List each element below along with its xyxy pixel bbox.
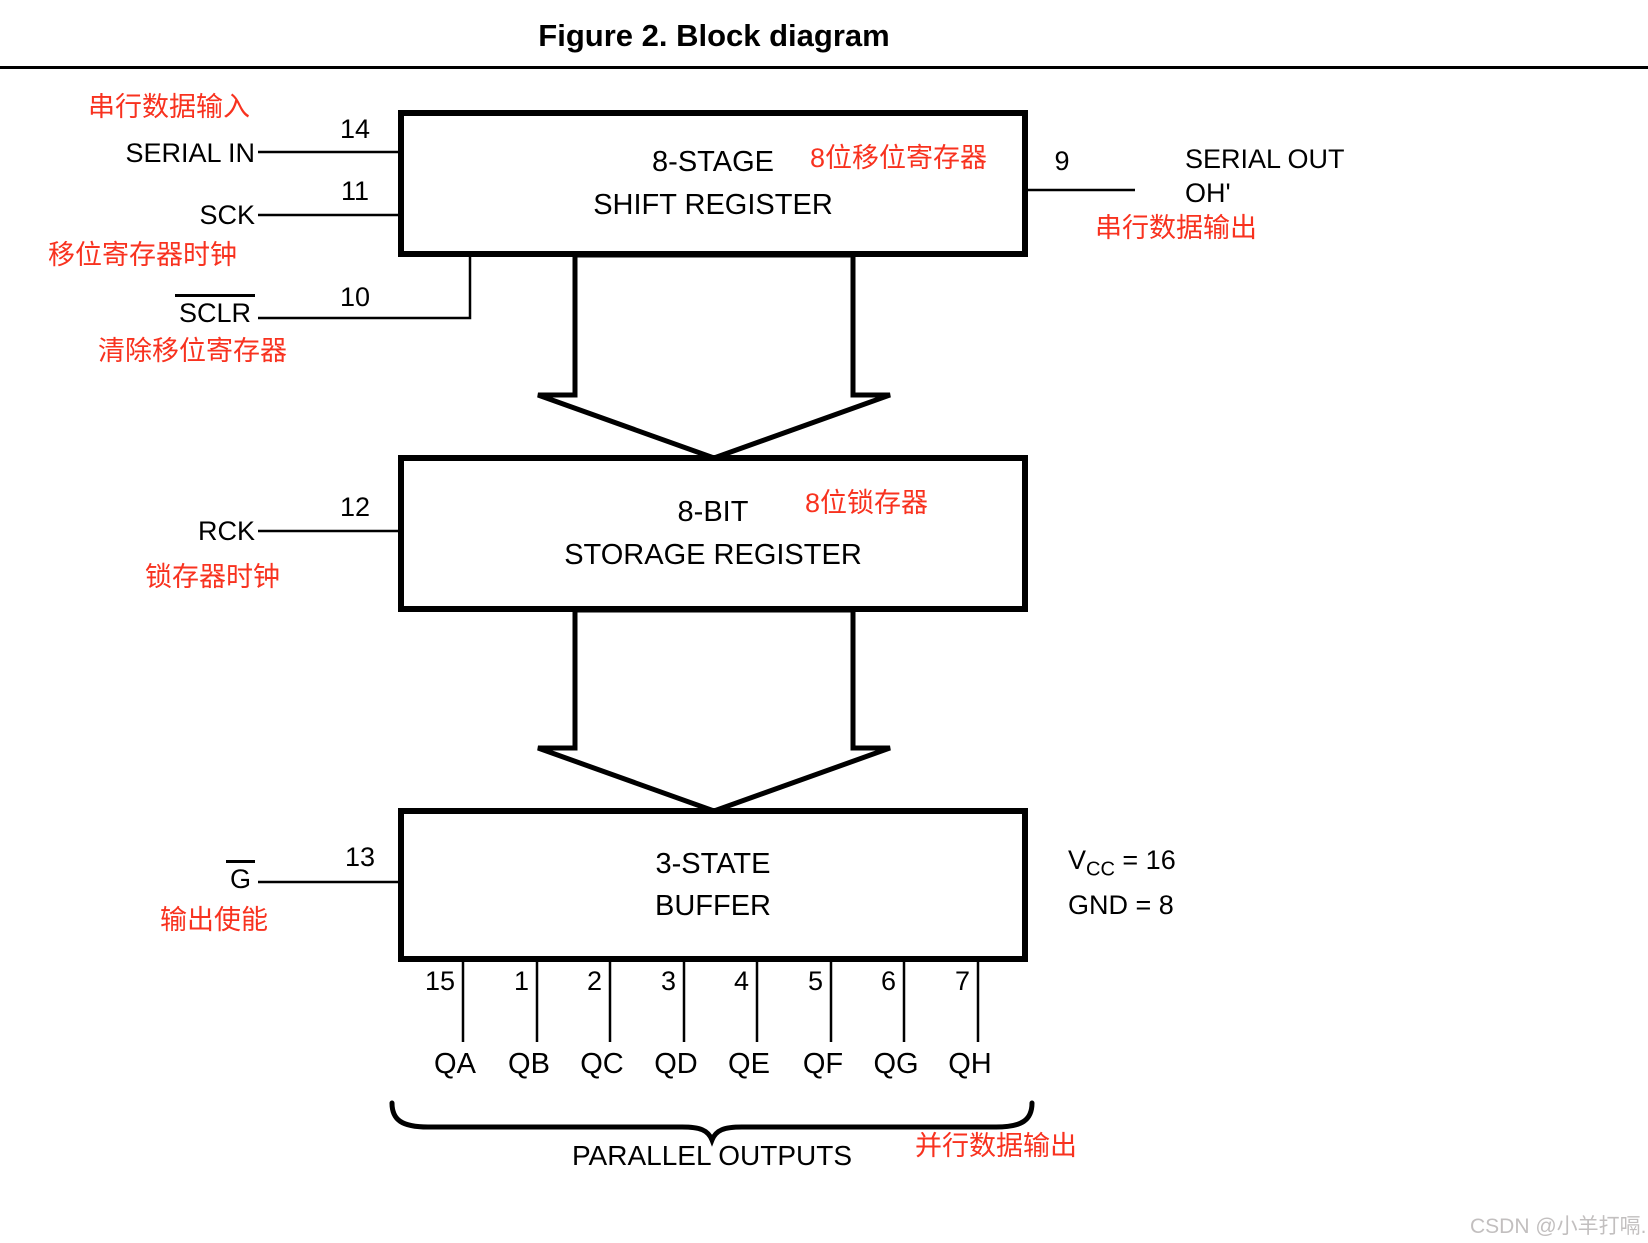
output-pin-number-qa: 15 <box>424 966 455 996</box>
annotation-serial-in-cn: 串行数据输入 <box>88 92 250 122</box>
g-enable-label-text: G <box>225 860 255 895</box>
block-storage-register-line1: 8-BIT <box>677 496 749 529</box>
block-storage-register-line2: STORAGE REGISTER <box>564 538 862 571</box>
parallel-outputs-brace <box>389 1100 1035 1147</box>
sck-pin-number: 11 <box>340 176 370 206</box>
rck-label: RCK <box>197 516 255 546</box>
output-pin-number-qb: 1 <box>513 966 529 996</box>
output-label-qe: QE <box>728 1048 770 1080</box>
output-label-qd: QD <box>654 1048 698 1080</box>
serial-out-pin-number: 9 <box>1054 146 1070 176</box>
annotation-storage-register-cn: 8位锁存器 <box>805 488 929 518</box>
output-pin-number-qh: 7 <box>954 966 970 996</box>
output-pin-number-qe: 4 <box>733 966 749 996</box>
block-storage-register: 8-BIT STORAGE REGISTER <box>398 455 1028 612</box>
serial-out-label: SERIAL OUT <box>1185 144 1345 174</box>
g-enable-label: G <box>45 860 255 895</box>
output-pin-number-qf: 5 <box>807 966 823 996</box>
vcc-subscript: CC <box>1086 858 1115 881</box>
block-3state-buffer-line1: 3-STATE <box>655 847 771 880</box>
sclr-label-text: SCLR <box>174 294 255 329</box>
vcc-pin-label: VCC = 16 <box>1068 845 1176 881</box>
gnd-pin-label: GND = 8 <box>1068 890 1174 920</box>
output-pin-number-qg: 6 <box>880 966 896 996</box>
block-shift-register-line1: 8-STAGE <box>652 146 774 179</box>
csdn-watermark: CSDN @小羊打嗝. <box>1470 1215 1647 1238</box>
output-label-qc: QC <box>580 1048 624 1080</box>
output-pin-number-qd: 3 <box>660 966 676 996</box>
serial-out-oh-label: OH' <box>1185 178 1231 208</box>
output-label-qb: QB <box>508 1048 550 1080</box>
title-divider <box>0 66 1648 69</box>
output-label-qa: QA <box>434 1048 476 1080</box>
annotation-sclr-cn: 清除移位寄存器 <box>98 336 287 366</box>
sclr-pin-number: 10 <box>339 282 371 312</box>
vcc-value: = 16 <box>1114 845 1176 875</box>
vcc-letter: V <box>1068 845 1087 875</box>
sclr-lead <box>258 256 472 320</box>
output-label-qh: QH <box>948 1048 992 1080</box>
figure-title: Figure 2. Block diagram <box>538 18 890 53</box>
arrow-storage-to-buffer <box>537 607 891 814</box>
sck-label: SCK <box>199 200 255 230</box>
output-label-qf: QF <box>802 1048 844 1080</box>
annotation-g-enable-cn: 输出使能 <box>160 905 268 935</box>
annotation-rck-cn: 锁存器时钟 <box>145 562 280 592</box>
serial-in-label: SERIAL IN <box>125 138 255 168</box>
serial-in-pin-number: 14 <box>339 114 371 144</box>
annotation-serial-out-cn: 串行数据输出 <box>1095 213 1257 243</box>
block-3state-buffer: 3-STATE BUFFER <box>398 808 1028 962</box>
block-shift-register: 8-STAGE SHIFT REGISTER <box>398 110 1028 257</box>
rck-pin-number: 12 <box>339 492 371 522</box>
output-pin-number-qc: 2 <box>586 966 602 996</box>
block-3state-buffer-line2: BUFFER <box>655 890 771 922</box>
annotation-parallel-outputs-cn: 并行数据输出 <box>915 1131 1077 1161</box>
annotation-shift-register-cn: 8位移位寄存器 <box>810 143 988 173</box>
annotation-sck-cn: 移位寄存器时钟 <box>48 240 237 270</box>
g-enable-pin-number: 13 <box>344 842 376 872</box>
output-label-qg: QG <box>873 1048 919 1080</box>
sclr-label: SCLR <box>45 294 255 329</box>
parallel-outputs-caption: PARALLEL OUTPUTS <box>571 1140 853 1171</box>
block-shift-register-line2: SHIFT REGISTER <box>593 188 833 221</box>
arrow-shift-to-storage <box>537 252 891 461</box>
